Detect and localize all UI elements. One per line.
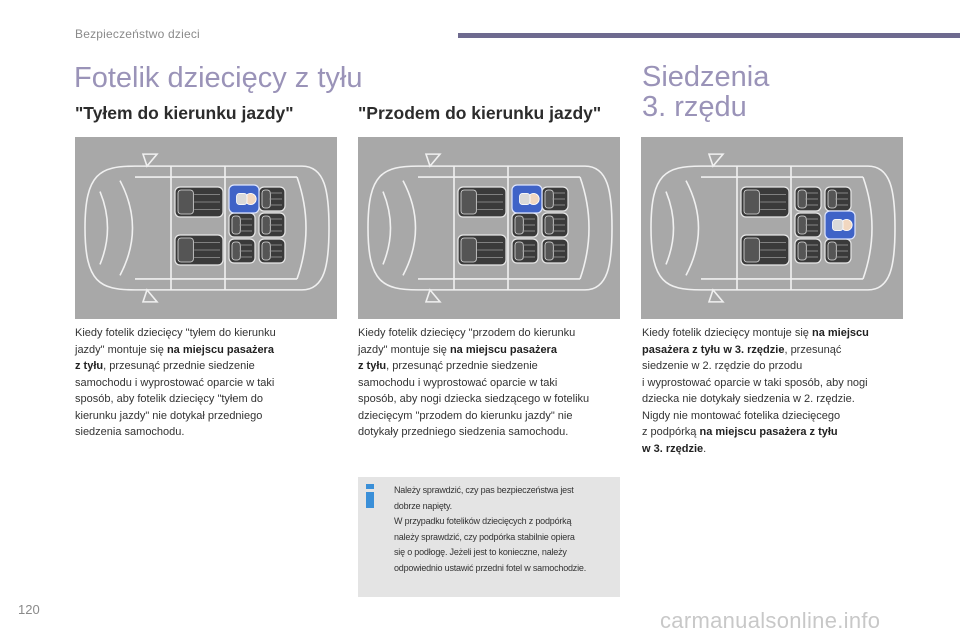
third-row-seat: [541, 186, 569, 212]
text-line: z tyłu, przesunąć przednie siedzenie: [358, 360, 538, 372]
seats: [740, 186, 856, 266]
header-bar: [458, 33, 960, 38]
info-line: Należy sprawdzić, czy pas bezpieczeństwa…: [394, 485, 574, 495]
info-line: odpowiednio ustawić przedni fotel w samo…: [394, 562, 587, 573]
front-seat: [174, 186, 224, 218]
info-text: Należy sprawdzić, czy pas bezpieczeństwa…: [394, 483, 616, 576]
second-row-seat: [794, 186, 822, 212]
car-top-view-illustration: [84, 153, 330, 303]
second-row-seat: [228, 238, 256, 264]
text-third-row: Kiedy fotelik dziecięcy montuje się na m…: [642, 325, 907, 457]
second-row-seat: [228, 212, 256, 238]
info-line: dobrze napięty.: [394, 500, 452, 511]
seats: [457, 184, 569, 266]
text-line: Kiedy fotelik dziecięcy "przodem do kier…: [358, 327, 576, 339]
text-line: w 3. rzędzie.: [642, 442, 707, 455]
car-top-view-illustration: [367, 153, 613, 303]
heading-forward-facing: "Przodem do kierunku jazdy": [358, 103, 602, 123]
text-forward-facing: Kiedy fotelik dziecięcy "przodem do kier…: [358, 325, 623, 441]
info-line: należy sprawdzić, czy podpórka stabilnie…: [394, 531, 575, 542]
third-row-seat: [824, 186, 852, 212]
text-line: samochodu i wyprostować oparcie w taki: [358, 376, 558, 389]
side-title: Siedzenia 3. rzędu: [642, 62, 769, 122]
text-line: z podpórką na miejscu pasażera z tyłu: [642, 426, 838, 438]
second-row-seat: [794, 238, 822, 264]
side-title-line-1: Siedzenia: [642, 61, 770, 93]
car-body: [367, 153, 613, 303]
front-seat: [740, 234, 790, 266]
car-figure-rear-facing: [75, 137, 337, 319]
text-rear-facing: Kiedy fotelik dziecięcy "tyłem do kierun…: [75, 325, 340, 441]
text-line: Nigdy nie montować fotelika dziecięcego: [642, 409, 841, 422]
text-line: siedzenie w 2. rzędzie do przodu: [642, 360, 803, 372]
text-line: z tyłu, przesunąć przednie siedzenie: [75, 360, 255, 372]
child-seat-highlight: [228, 184, 260, 214]
car-figure-forward-facing: [358, 137, 620, 319]
text-line: siedzenia samochodu.: [75, 426, 185, 438]
text-line: jazdy" montuje się na miejscu pasażera: [358, 343, 557, 356]
third-row-seat: [541, 238, 569, 264]
car-top-view-illustration: [650, 153, 896, 303]
page-title: Fotelik dziecięcy z tyłu: [74, 62, 363, 94]
text-line: jazdy" montuje się na miejscu pasażera: [75, 343, 274, 356]
second-row-seat: [511, 238, 539, 264]
text-line: dziecka nie dotykały siedzenia w 2. rzęd…: [642, 393, 855, 405]
third-row-seat: [258, 186, 286, 212]
seats: [174, 184, 286, 266]
text-line: samochodu i wyprostować oparcie w taki: [75, 376, 275, 389]
info-line: się o podłogę. Jeżeli jest to konieczne,…: [394, 547, 567, 557]
third-row-seat: [541, 212, 569, 238]
front-seat: [457, 234, 507, 266]
info-icon: [366, 484, 374, 508]
second-row-seat: [794, 212, 822, 238]
side-title-line-2: 3. rzędu: [642, 91, 747, 123]
section-label: Bezpieczeństwo dzieci: [75, 27, 200, 41]
text-line: sposób, aby nogi dziecka siedzącego w fo…: [358, 393, 590, 405]
car-figure-third-row: [641, 137, 903, 319]
front-seat: [740, 186, 790, 218]
text-line: Kiedy fotelik dziecięcy "tyłem do kierun…: [75, 327, 276, 339]
text-line: dziecięcym "przodem do kierunku jazdy" n…: [358, 409, 573, 422]
text-line: pasażera z tyłu w 3. rzędzie, przesunąć: [642, 343, 842, 356]
text-line: kierunku jazdy" nie dotykał przedniego: [75, 409, 263, 422]
text-line: Kiedy fotelik dziecięcy montuje się na m…: [642, 327, 869, 339]
page-number: 120: [18, 602, 40, 617]
heading-rear-facing: "Tyłem do kierunku jazdy": [75, 103, 294, 123]
front-seat: [174, 234, 224, 266]
car-body: [650, 153, 896, 303]
car-body: [84, 153, 330, 303]
third-row-seat: [258, 212, 286, 238]
watermark: carmanualsonline.info: [660, 608, 881, 633]
child-seat-highlight: [511, 184, 543, 214]
text-line: dotykały przedniego siedzenia samochodu.: [358, 426, 569, 438]
second-row-seat: [511, 212, 539, 238]
third-row-seat: [258, 238, 286, 264]
front-seat: [457, 186, 507, 218]
third-row-seat: [824, 238, 852, 264]
info-line: W przypadku fotelików dziecięcych z podp…: [394, 516, 572, 526]
text-line: sposób, aby fotelik dziecięcy "tyłem do: [75, 393, 263, 405]
text-line: i wyprostować oparcie w taki sposób, aby…: [642, 376, 868, 389]
info-box: Należy sprawdzić, czy pas bezpieczeństwa…: [358, 477, 620, 597]
child-seat-highlight: [824, 210, 856, 240]
